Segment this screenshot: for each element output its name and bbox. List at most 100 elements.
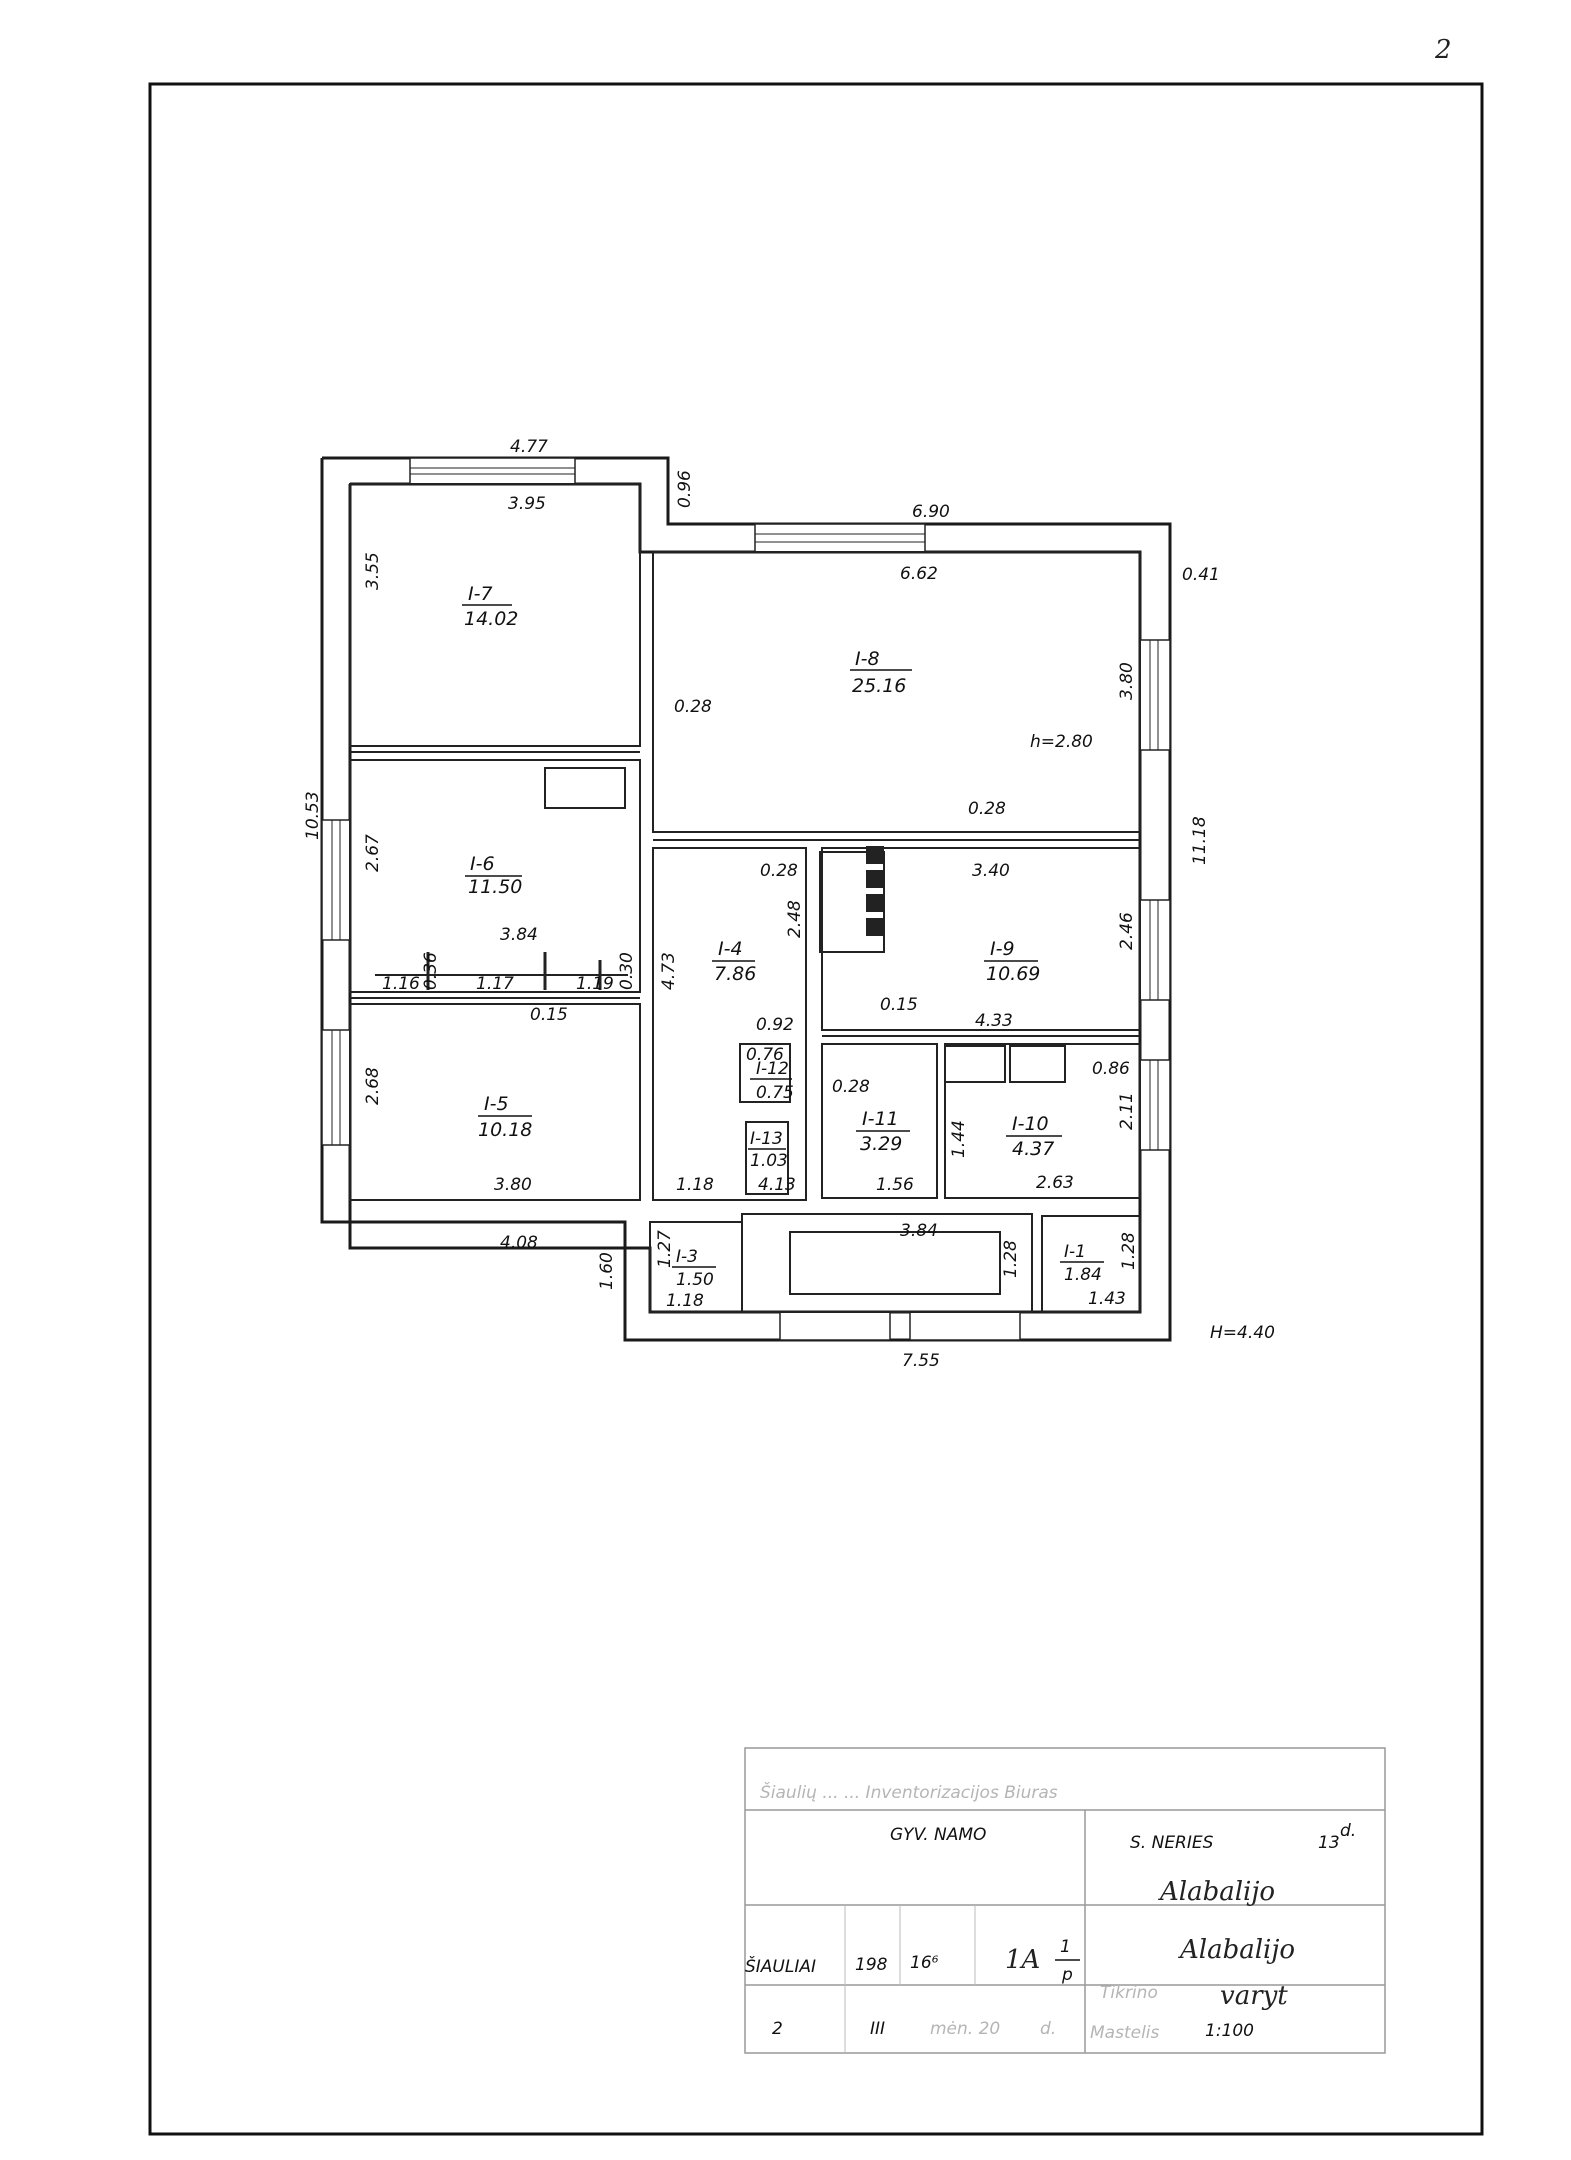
svg-text:10.18: 10.18 — [478, 1119, 532, 1141]
dimension-label: 0.28 — [674, 697, 712, 717]
svg-text:14.02: 14.02 — [464, 608, 518, 630]
dimension-label: 6.90 — [912, 502, 950, 522]
dimension-label: h=2.80 — [1030, 732, 1093, 752]
page-number: 2 — [1434, 35, 1452, 65]
svg-text:I-3: I-3 — [676, 1247, 698, 1267]
dimension-label: 3.84 — [500, 925, 538, 945]
title-block: Šiaulių ... ... Inventorizacijos Biuras … — [744, 1747, 1386, 2054]
dimension-label: 2.11 — [1117, 1092, 1137, 1130]
room-label: I-6 11.50 — [465, 853, 522, 898]
dimension-label: 1.43 — [1088, 1289, 1126, 1309]
svg-text:I-7: I-7 — [468, 583, 493, 605]
dimension-label: 1.19 — [576, 974, 614, 994]
house-number: 13 — [1318, 1833, 1340, 1853]
year-value: 198 — [855, 1955, 888, 1975]
dimension-label: 1.17 — [476, 974, 514, 994]
svg-text:10.69: 10.69 — [986, 963, 1040, 985]
room-label: I-7 14.02 — [462, 583, 518, 630]
sheet-frame — [148, 82, 1484, 2136]
house-suffix: d. — [1340, 1821, 1356, 1841]
svg-text:1.50: 1.50 — [676, 1270, 714, 1290]
svg-text:7.86: 7.86 — [714, 963, 756, 985]
svg-text:I-12: I-12 — [756, 1059, 789, 1079]
room-labels: I-7 14.02 I-8 25.16 I-6 11.50 I-4 7.86 I… — [462, 583, 1104, 1290]
svg-text:I-8: I-8 — [855, 648, 880, 670]
dimension-label: 3.95 — [508, 494, 546, 514]
dimension-label: 2.67 — [363, 834, 383, 872]
dimension-label: 0.92 — [756, 1015, 794, 1035]
object-name: GYV. NAMO — [890, 1825, 986, 1845]
outer-walls — [320, 456, 1172, 1342]
dimension-label: 1.60 — [597, 1252, 617, 1290]
dimension-label: 4.73 — [659, 952, 679, 990]
svg-text:I-4: I-4 — [718, 938, 743, 960]
sheet-mark: 1A — [1005, 1945, 1040, 1975]
dimension-label: 3.55 — [363, 552, 383, 590]
dimension-label: 3.84 — [900, 1221, 938, 1241]
dimension-label: 2.68 — [363, 1067, 383, 1105]
dimension-label: 0.30 — [617, 952, 637, 990]
dimension-label: 0.86 — [1092, 1059, 1130, 1079]
dimension-label: 0.15 — [880, 995, 918, 1015]
dimension-label: 0.28 — [832, 1077, 870, 1097]
dimension-label: 6.62 — [900, 564, 938, 584]
dimension-label: 7.55 — [902, 1351, 940, 1371]
svg-text:I-1: I-1 — [1064, 1242, 1086, 1262]
dimension-label: 4.33 — [975, 1011, 1013, 1031]
dimension-label: 0.76 — [746, 1045, 784, 1065]
dimension-label: 4.77 — [510, 437, 548, 457]
svg-text:I-9: I-9 — [990, 938, 1015, 960]
scale-label: Mastelis — [1090, 2023, 1160, 2043]
dimension-label: 1.18 — [676, 1175, 714, 1195]
dimension-label: 1.16 — [382, 974, 420, 994]
room-label: I-10 4.37 — [1006, 1113, 1062, 1160]
street-name: S. NERIES — [1130, 1833, 1214, 1853]
svg-text:I-13: I-13 — [750, 1129, 783, 1149]
dimension-label: 2.48 — [785, 900, 805, 938]
signature: varyt — [1220, 1981, 1288, 2011]
dimension-label: 10.53 — [303, 791, 323, 840]
room-label: I-12 0.75 — [750, 1059, 794, 1103]
dimension-label: 0.28 — [760, 861, 798, 881]
city-name: ŠIAULIAI — [745, 1955, 816, 1977]
room-label: I-13 1.03 — [748, 1129, 788, 1171]
svg-text:I-11: I-11 — [862, 1108, 899, 1130]
svg-text:25.16: 25.16 — [852, 675, 906, 697]
dimension-label: 11.18 — [1190, 816, 1210, 865]
svg-text:1.03: 1.03 — [750, 1151, 788, 1171]
signature: Alabalijo — [1158, 1877, 1275, 1907]
svg-text:I-5: I-5 — [484, 1093, 509, 1115]
sheet-fraction-top: 1 — [1060, 1937, 1071, 1957]
svg-text:0.75: 0.75 — [756, 1083, 794, 1103]
room-label: I-9 10.69 — [984, 938, 1040, 985]
signature: Alabalijo — [1178, 1935, 1295, 1965]
dimension-label: 1.28 — [1001, 1240, 1021, 1278]
room-label: I-1 1.84 — [1060, 1242, 1104, 1285]
dimension-label: 1.28 — [1119, 1232, 1139, 1270]
code-value: 16⁶ — [910, 1953, 939, 1973]
dimension-label: H=4.40 — [1210, 1323, 1275, 1343]
dimension-label: 3.80 — [1117, 662, 1137, 700]
room-label: I-5 10.18 — [478, 1093, 532, 1141]
row-value: d. — [1040, 2019, 1056, 2039]
room-label: I-8 25.16 — [850, 648, 912, 697]
dimension-label: 0.28 — [968, 799, 1006, 819]
room-label: I-11 3.29 — [856, 1108, 910, 1155]
svg-text:3.29: 3.29 — [860, 1133, 902, 1155]
dimension-label: 0.36 — [421, 952, 441, 990]
svg-text:I-10: I-10 — [1012, 1113, 1049, 1135]
row-value: III — [870, 2019, 885, 2039]
dimension-label: 4.08 — [500, 1233, 538, 1253]
dimension-label: 2.63 — [1036, 1173, 1074, 1193]
sheet-fraction-bottom: p — [1061, 1965, 1073, 1985]
dimension-label: 3.80 — [494, 1175, 532, 1195]
svg-text:11.50: 11.50 — [468, 876, 522, 898]
dimension-label: 1.44 — [949, 1120, 969, 1158]
dimension-label: 1.18 — [666, 1291, 704, 1311]
dimension-label: 1.56 — [876, 1175, 914, 1195]
tikrino-label: Tikrino — [1100, 1983, 1158, 2003]
dimension-label: 0.15 — [530, 1005, 568, 1025]
room-label: I-3 1.50 — [672, 1247, 716, 1290]
scale-value: 1:100 — [1205, 2021, 1254, 2041]
